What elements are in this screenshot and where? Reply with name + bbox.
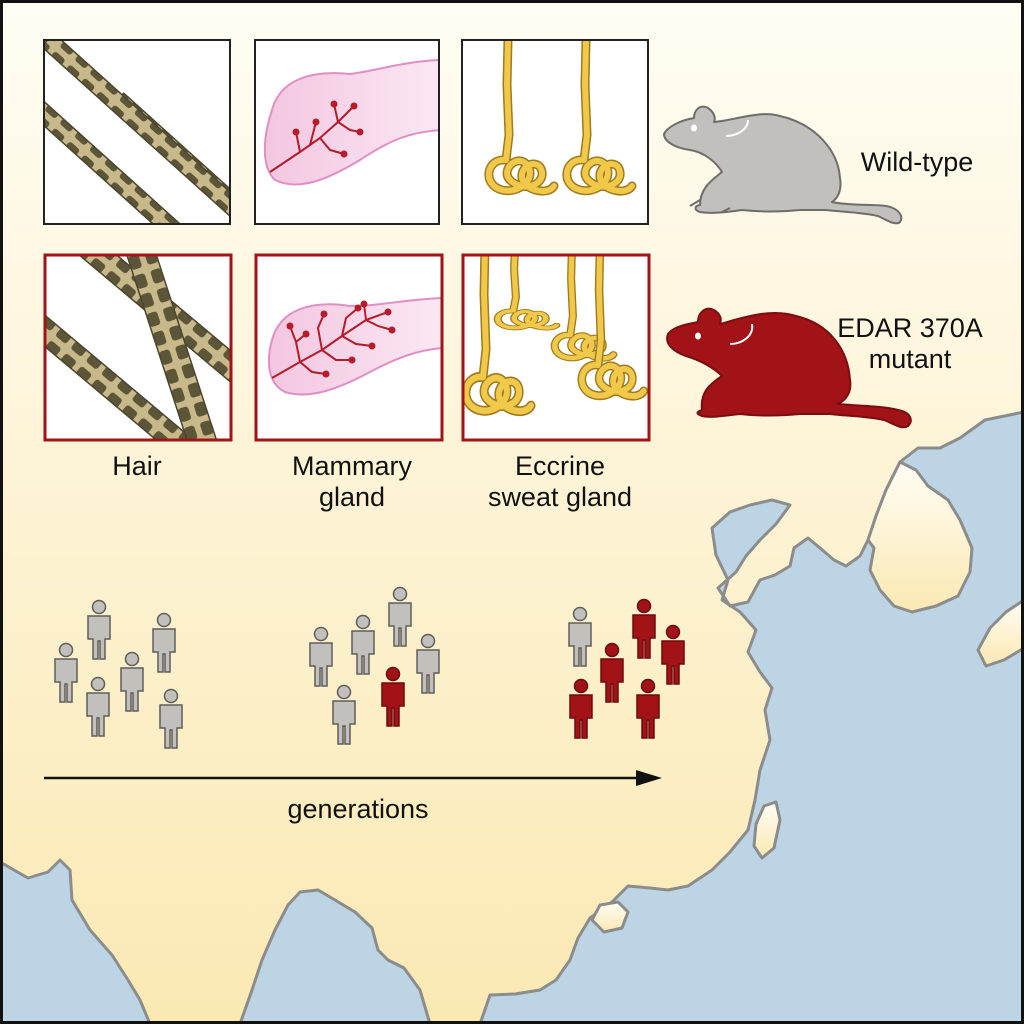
- label-eccrine-line1: Eccrine: [514, 451, 606, 481]
- panel-mammary-mutant: [254, 253, 444, 442]
- mouse-mutant-eye: [695, 332, 701, 340]
- korea-peninsula: [866, 460, 974, 614]
- label-mammary-line2: gland: [318, 482, 386, 512]
- label-eccrine-line2: sweat gland: [487, 482, 633, 512]
- panel-mammary-wild-type: [254, 39, 440, 225]
- panel-sweat-mutant: [461, 253, 651, 442]
- label-mutant-line1: EDAR 370A: [837, 313, 983, 343]
- mouse-mutant: [666, 307, 912, 429]
- panel-hair-mutant: [43, 253, 233, 442]
- mouse-mutant-ear: [729, 323, 754, 345]
- label-mutant-line2: mutant: [868, 344, 952, 374]
- label-hair: Hair: [112, 451, 162, 481]
- sea-bay-of-bengal: [238, 888, 432, 1026]
- panel-hair-wild-type: [43, 39, 231, 225]
- label-generations: generations: [287, 794, 429, 824]
- mouse-wild-type-eye: [691, 124, 697, 132]
- label-mammary-line1: Mammary: [292, 451, 412, 481]
- panel-sweat-wild-type: [461, 39, 649, 225]
- label-wild-type: Wild-type: [860, 147, 974, 177]
- generations-arrow: [44, 770, 662, 786]
- japan-island: [976, 598, 1024, 668]
- mouse-wild-type: [663, 105, 903, 225]
- hainan-island: [590, 900, 630, 934]
- taiwan-island: [752, 800, 782, 860]
- mouse-wild-type-ear: [725, 119, 749, 137]
